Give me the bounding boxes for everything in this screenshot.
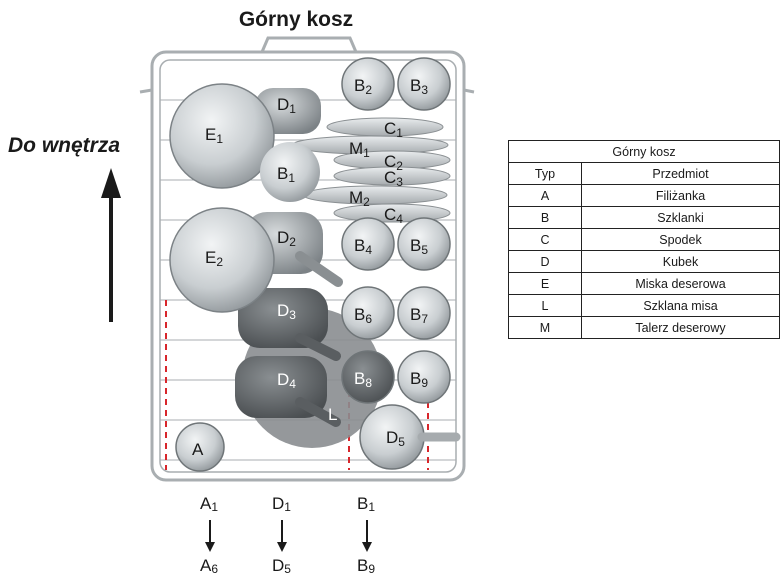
item-label-d4: D4: [277, 370, 296, 391]
legend-item: Kubek: [581, 250, 780, 273]
legend-item: Szklana misa: [581, 294, 780, 317]
legend-header-type: Typ: [508, 162, 582, 185]
item-label-d5: D5: [386, 428, 405, 449]
legend-header-item: Przedmiot: [581, 162, 780, 185]
legend-item: Talerz deserowy: [581, 316, 780, 339]
sequence-from-label: A1: [200, 494, 218, 514]
item-label-b8: B8: [354, 369, 372, 390]
legend-type: C: [508, 228, 582, 251]
item-label-c2: C2: [384, 152, 403, 173]
item-label-b3: B3: [410, 76, 428, 97]
cup-a-shape: [175, 422, 225, 472]
legend-type: L: [508, 294, 582, 317]
item-label-m1: M1: [349, 139, 370, 160]
item-label-c1: C1: [384, 119, 403, 140]
item-label-c3: C3: [384, 168, 403, 189]
dessert-bowls: [169, 83, 275, 313]
item-label-b6: B6: [354, 305, 372, 326]
item-label-b2: B2: [354, 76, 372, 97]
item-label-l: L: [328, 405, 337, 424]
legend-title: Górny kosz: [508, 140, 780, 163]
sequence-to-label: D5: [272, 556, 291, 574]
glass-b1-shape: [260, 142, 320, 202]
legend-item: Filiżanka: [581, 184, 780, 207]
item-label-b5: B5: [410, 236, 428, 257]
item-label-b7: B7: [410, 305, 428, 326]
legend-type: E: [508, 272, 582, 295]
item-label-a: A: [192, 440, 204, 459]
item-label-d3: D3: [277, 301, 296, 322]
legend-item: Spodek: [581, 228, 780, 251]
sequence-to-label: A6: [200, 556, 218, 574]
item-label-b1: B1: [277, 164, 295, 185]
legend-type: M: [508, 316, 582, 339]
direction-label: Do wnętrza: [8, 134, 121, 157]
sequence-arrows: [205, 520, 372, 552]
glasses: [341, 57, 451, 404]
item-label-b4: B4: [354, 236, 372, 257]
sequence-from-label: B1: [357, 494, 375, 514]
sequence-from-label: D1: [272, 494, 291, 514]
item-label-d1: D1: [277, 95, 296, 116]
legend-item: Szklanki: [581, 206, 780, 229]
sequence-to-label: B9: [357, 556, 375, 574]
item-label-b9: B9: [410, 369, 428, 390]
legend-type: B: [508, 206, 582, 229]
up-arrow-icon: [101, 168, 121, 322]
item-label-m2: M2: [349, 188, 370, 209]
legend-type: A: [508, 184, 582, 207]
diagram-title: Górny kosz: [238, 8, 354, 31]
item-label-e1: E1: [205, 125, 223, 146]
plates: [291, 117, 451, 223]
item-label-e2: E2: [205, 248, 223, 269]
item-label-c4: C4: [384, 205, 403, 226]
legend-item: Miska deserowa: [581, 272, 780, 295]
item-label-d2: D2: [277, 228, 296, 249]
legend-type: D: [508, 250, 582, 273]
